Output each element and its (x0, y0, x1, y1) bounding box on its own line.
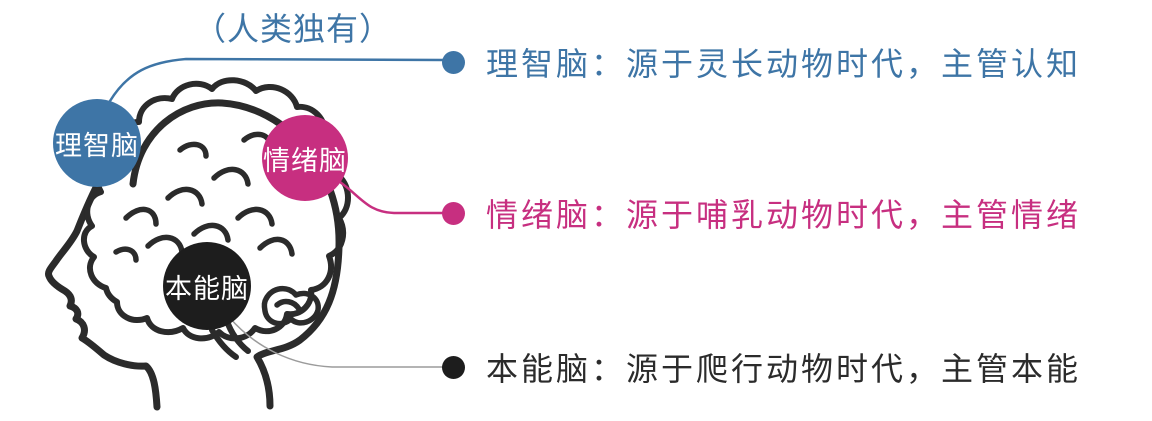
legend-row-rational: 理智脑：源于灵长动物时代，主管认知 (442, 40, 1081, 84)
human-only-label: （人类独有） (194, 11, 393, 47)
rational-brain-circle: 理智脑 (53, 99, 141, 187)
rational-connector-line (108, 57, 446, 103)
face-profile-line (45, 176, 161, 411)
emotional-brain-circle-label: 情绪脑 (263, 145, 347, 176)
legend-row-emotional: 情绪脑：源于哺乳动物时代，主管情绪 (442, 191, 1081, 235)
instinct-brain-circle-label: 本能脑 (165, 273, 249, 304)
bullet-dot-icon (442, 355, 465, 379)
bullet-dot-icon (442, 201, 465, 225)
legend-text-emotional: 情绪脑：源于哺乳动物时代，主管情绪 (486, 197, 1082, 233)
legend-text-instinct: 本能脑：源于爬行动物时代，主管本能 (486, 351, 1082, 387)
instinct-connector-line (228, 316, 447, 368)
legend-row-instinct: 本能脑：源于爬行动物时代，主管本能 (442, 345, 1081, 389)
cerebellum (261, 285, 321, 327)
emotional-connector-line (338, 180, 446, 215)
instinct-brain-circle: 本能脑 (163, 242, 251, 330)
legend-text-rational: 理智脑：源于灵长动物时代，主管认知 (486, 46, 1082, 82)
rational-brain-circle-label: 理智脑 (55, 130, 139, 161)
bullet-dot-icon (442, 50, 465, 74)
emotional-brain-circle: 情绪脑 (262, 115, 348, 201)
